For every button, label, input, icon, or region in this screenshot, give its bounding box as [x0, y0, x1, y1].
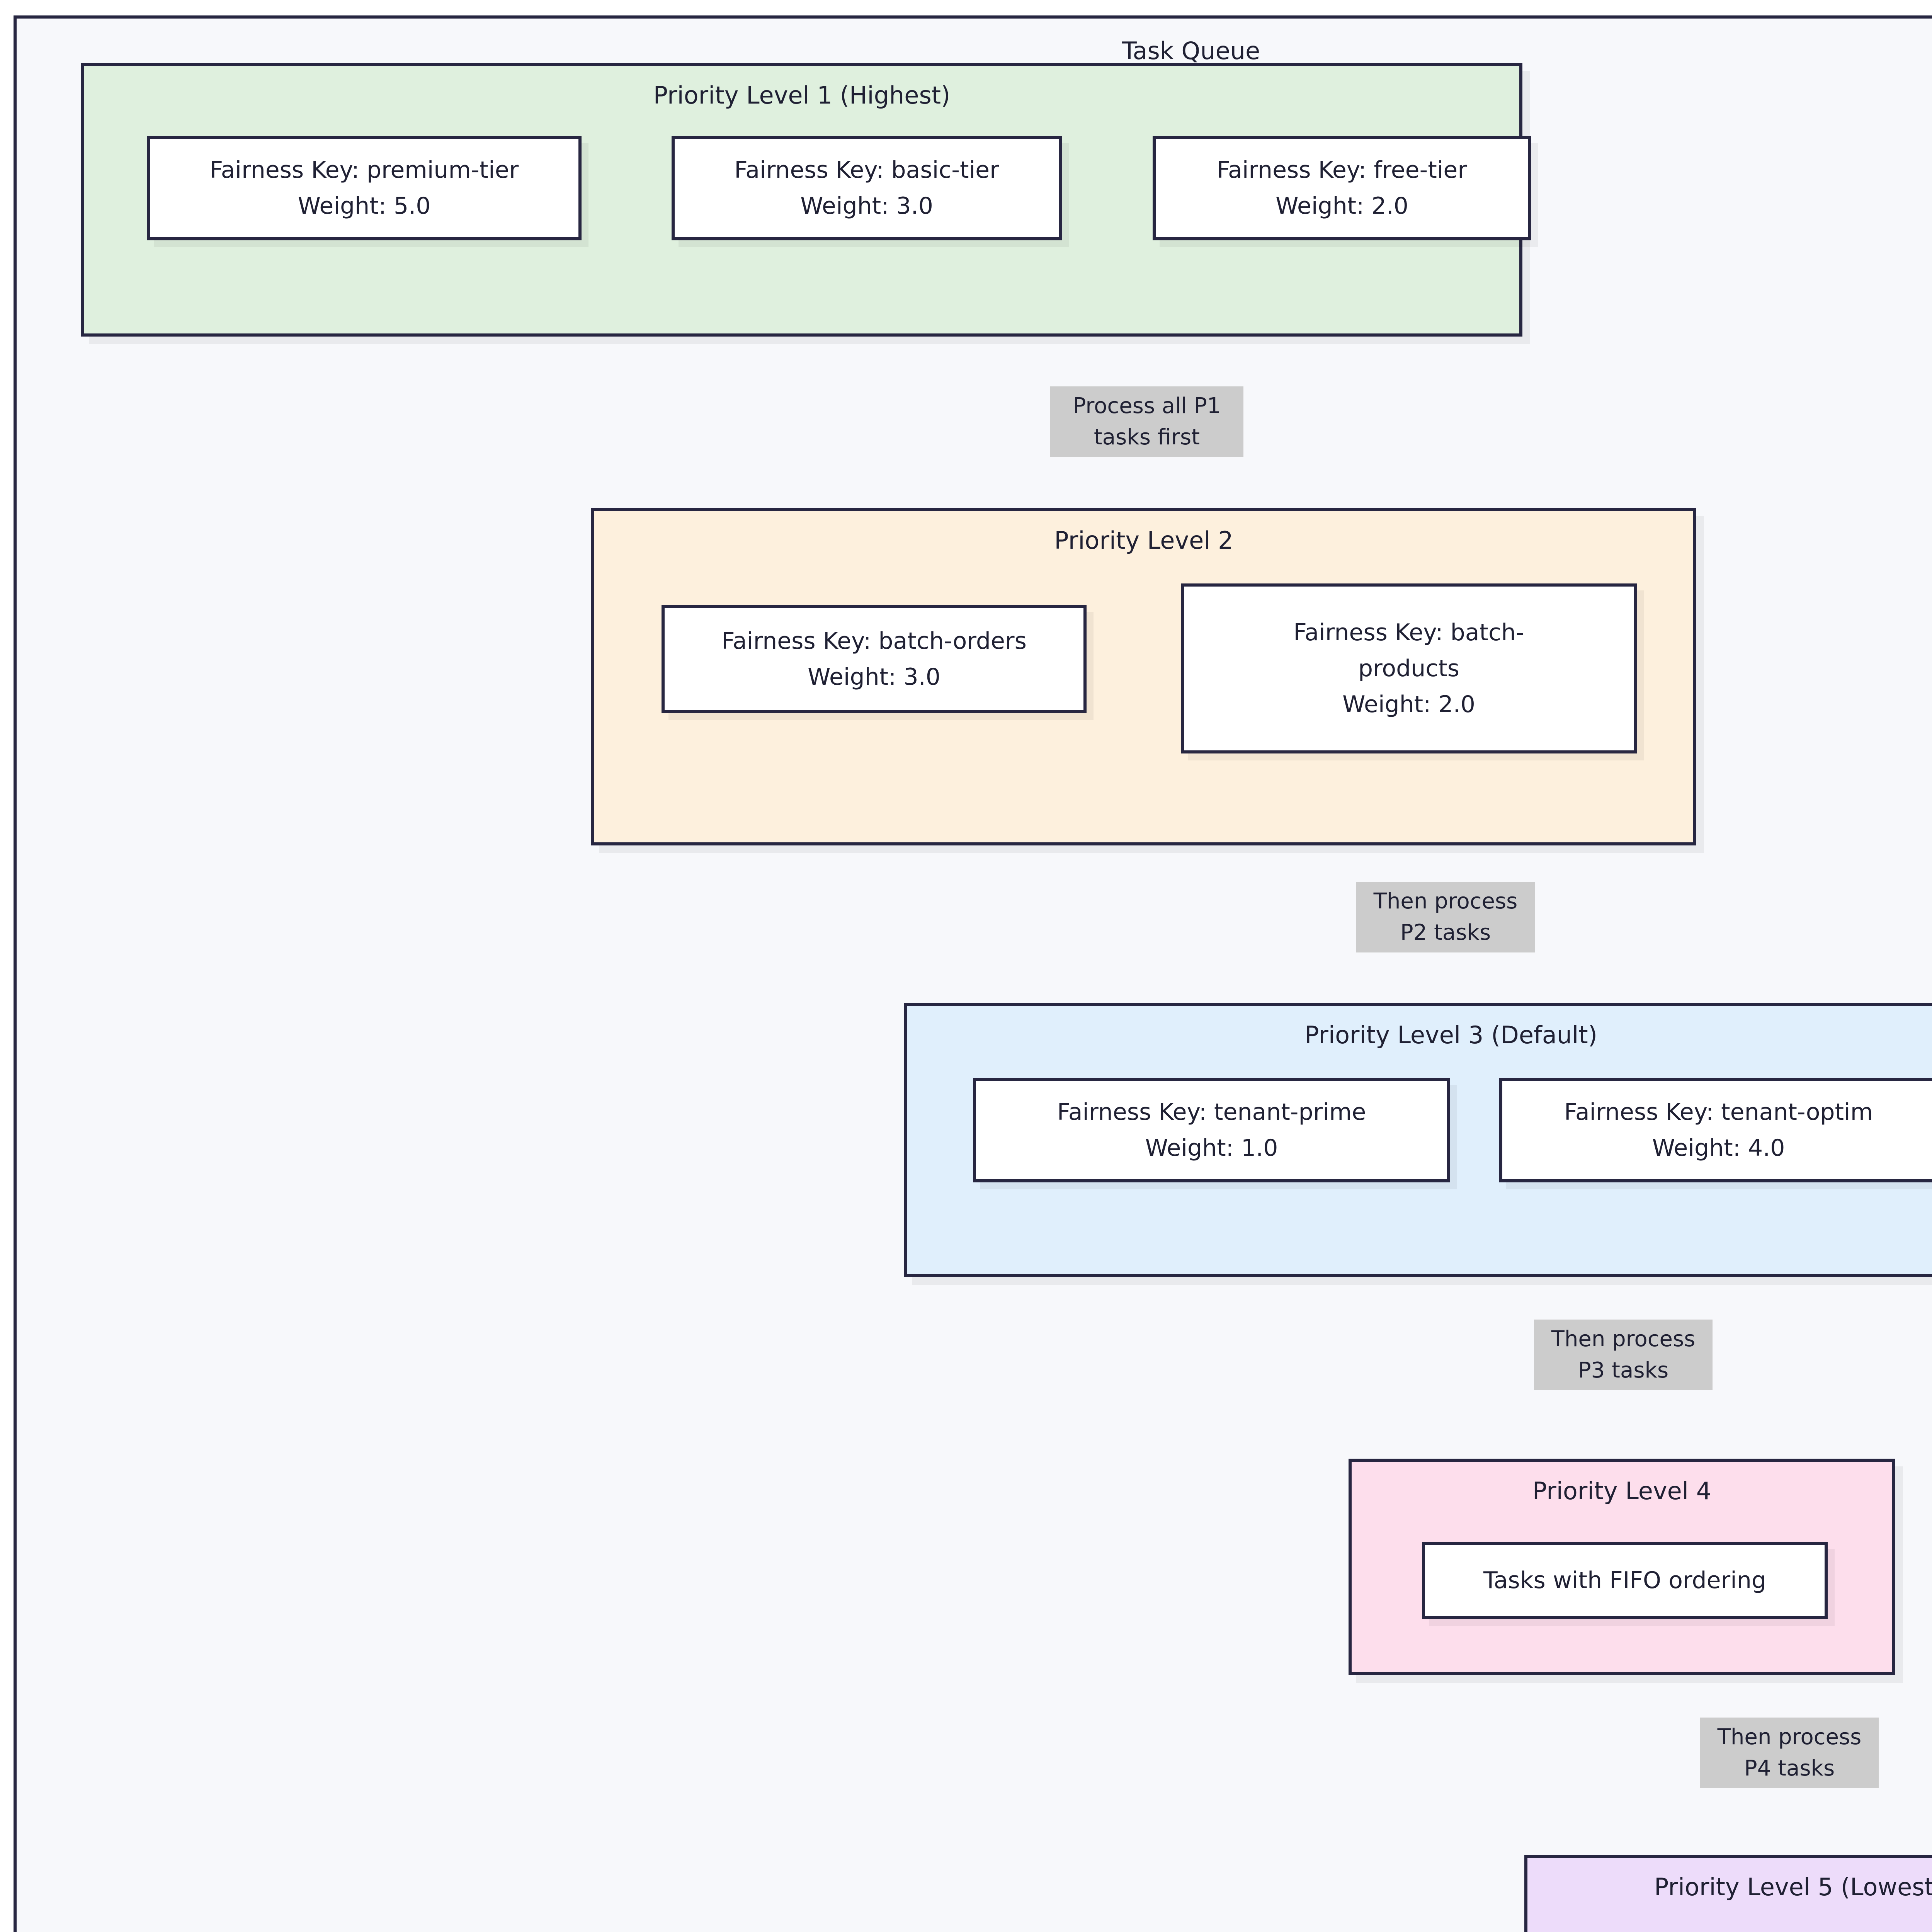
node-weight: Weight: 1.0 — [1145, 1134, 1278, 1162]
node-weight: Weight: 3.0 — [800, 192, 933, 219]
node-p2-batch-products[interactable]: Fairness Key: batch- products Weight: 2.… — [1181, 583, 1637, 753]
node-label: Tasks with FIFO ordering — [1483, 1566, 1766, 1594]
edge-label-then-process-p2-tasks: Then process P2 tasks — [1356, 882, 1535, 952]
node-fairness-key: Fairness Key: free-tier — [1216, 156, 1468, 184]
node-p2-batch-orders[interactable]: Fairness Key: batch-orders Weight: 3.0 — [662, 605, 1087, 713]
node-fairness-key: Fairness Key: premium-tier — [209, 156, 519, 184]
node-fairness-key-cont: products — [1358, 655, 1460, 682]
cluster-priority-level-5: Priority Level 5 (Lowest) — [1524, 1855, 1932, 1932]
cluster-title-priority-level-3: Priority Level 3 (Default) — [1304, 1021, 1597, 1049]
node-fairness-key: Fairness Key: tenant-optim — [1564, 1099, 1873, 1126]
node-weight: Weight: 4.0 — [1652, 1134, 1785, 1162]
edge-label-process-all-p1-tasks-first: Process all P1 tasks first — [1050, 386, 1243, 457]
cluster-title-task-queue: Task Queue — [1122, 37, 1260, 65]
cluster-title-priority-level-2: Priority Level 2 — [1054, 526, 1233, 554]
cluster-title-priority-level-5: Priority Level 5 (Lowest) — [1654, 1873, 1932, 1901]
edge-label-then-process-p3-tasks: Then process P3 tasks — [1534, 1320, 1713, 1390]
node-weight: Weight: 5.0 — [298, 192, 431, 219]
node-p1-basic-tier[interactable]: Fairness Key: basic-tier Weight: 3.0 — [672, 136, 1062, 240]
node-weight: Weight: 3.0 — [808, 663, 940, 690]
node-p3-tenant-prime[interactable]: Fairness Key: tenant-prime Weight: 1.0 — [973, 1078, 1450, 1182]
node-fairness-key: Fairness Key: basic-tier — [734, 156, 999, 184]
node-p3-tenant-optim[interactable]: Fairness Key: tenant-optim Weight: 4.0 — [1499, 1078, 1932, 1182]
node-weight: Weight: 2.0 — [1276, 192, 1408, 219]
node-weight: Weight: 2.0 — [1342, 690, 1475, 718]
node-fairness-key: Fairness Key: tenant-prime — [1057, 1099, 1366, 1126]
node-fairness-key: Fairness Key: batch- — [1293, 619, 1524, 646]
node-p1-free-tier[interactable]: Fairness Key: free-tier Weight: 2.0 — [1153, 136, 1531, 240]
node-p4-fifo[interactable]: Tasks with FIFO ordering — [1422, 1542, 1828, 1619]
node-fairness-key: Fairness Key: batch-orders — [721, 628, 1027, 655]
edge-label-then-process-p4-tasks: Then process P4 tasks — [1700, 1718, 1879, 1788]
cluster-title-priority-level-4: Priority Level 4 — [1532, 1477, 1712, 1505]
node-p1-premium-tier[interactable]: Fairness Key: premium-tier Weight: 5.0 — [147, 136, 582, 240]
cluster-title-priority-level-1: Priority Level 1 (Highest) — [653, 81, 951, 109]
